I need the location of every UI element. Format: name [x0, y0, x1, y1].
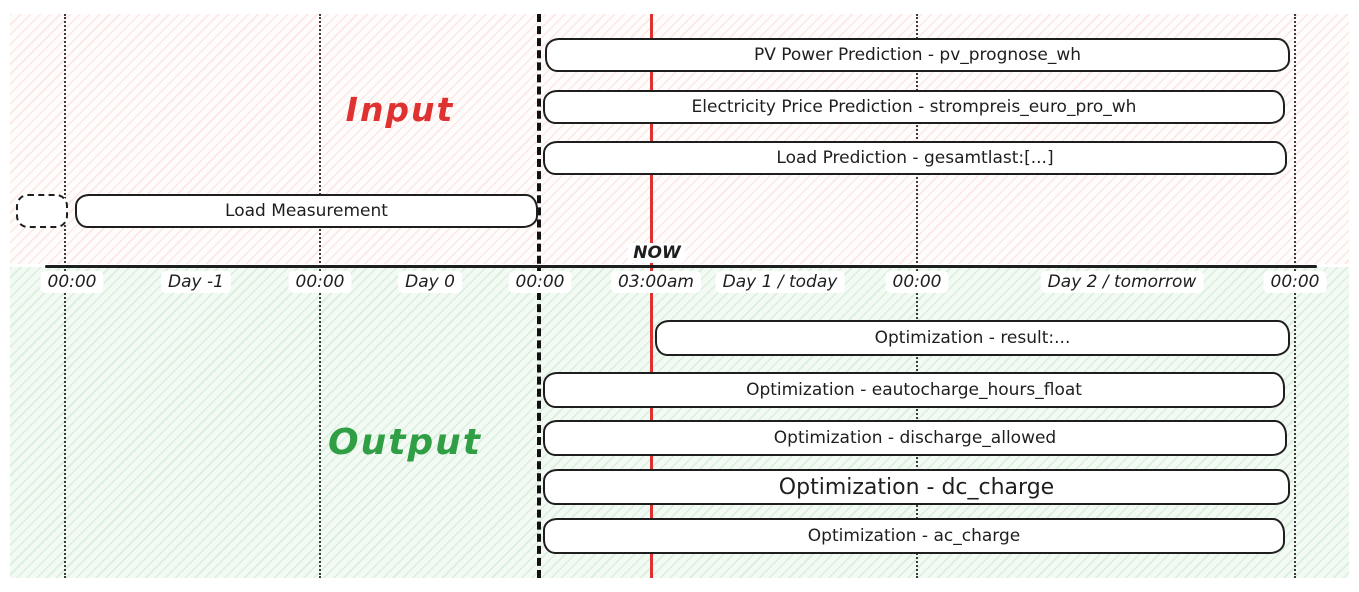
- gridline-day-minus1-start: [64, 14, 66, 578]
- bar-optimization-ac-charge: Optimization - ac_charge: [543, 518, 1285, 554]
- tick-0000-day-minus1: 00:00: [40, 271, 104, 293]
- bar-label: Optimization - ac_charge: [807, 526, 1021, 546]
- gridline-day2-start: [916, 14, 918, 578]
- bar-optimization-result: Optimization - result:...: [655, 320, 1290, 356]
- tick-0000-day3: 00:00: [1263, 271, 1327, 293]
- gridline-day3-start: [1294, 14, 1296, 578]
- gridline-day0-start: [319, 14, 321, 578]
- timeline-axis: [45, 265, 1317, 268]
- input-region-label: Input: [345, 90, 455, 129]
- load-measurement-past-stub: [16, 194, 68, 228]
- tick-0000-day1: 00:00: [508, 271, 572, 293]
- bar-load-measurement: Load Measurement: [75, 194, 538, 228]
- bar-label: Load Measurement: [225, 201, 388, 221]
- bar-optimization-discharge-allowed: Optimization - discharge_allowed: [543, 420, 1287, 456]
- now-label: NOW: [628, 243, 686, 263]
- bar-label: Electricity Price Prediction - stromprei…: [691, 97, 1137, 117]
- tick-0000-day0: 00:00: [288, 271, 352, 293]
- tick-day2-tomorrow: Day 2 / tomorrow: [1040, 271, 1204, 293]
- bar-label: Optimization - discharge_allowed: [773, 428, 1057, 448]
- tick-0000-day2: 00:00: [885, 271, 949, 293]
- bar-label: Load Prediction - gesamtlast:[...]: [776, 148, 1054, 168]
- gridline-day1-start: [537, 14, 541, 578]
- bar-label: Optimization - dc_charge: [778, 474, 1055, 500]
- tick-day1-today: Day 1 / today: [715, 271, 845, 293]
- tick-day0: Day 0: [398, 271, 462, 293]
- tick-0300am: 03:00am: [611, 271, 701, 293]
- bar-optimization-eautocharge-hours-float: Optimization - eautocharge_hours_float: [543, 372, 1285, 408]
- bar-label: PV Power Prediction - pv_prognose_wh: [753, 45, 1082, 65]
- bar-label: Optimization - result:...: [874, 328, 1071, 348]
- bar-pv-power-prediction: PV Power Prediction - pv_prognose_wh: [545, 38, 1290, 72]
- bar-optimization-dc-charge: Optimization - dc_charge: [543, 469, 1290, 505]
- bar-label: Optimization - eautocharge_hours_float: [746, 380, 1082, 400]
- tick-day-minus1: Day -1: [161, 271, 231, 293]
- now-line: [650, 14, 653, 578]
- bar-electricity-price-prediction: Electricity Price Prediction - stromprei…: [543, 90, 1285, 124]
- output-region-label: Output: [327, 422, 483, 463]
- bar-load-prediction: Load Prediction - gesamtlast:[...]: [543, 141, 1287, 175]
